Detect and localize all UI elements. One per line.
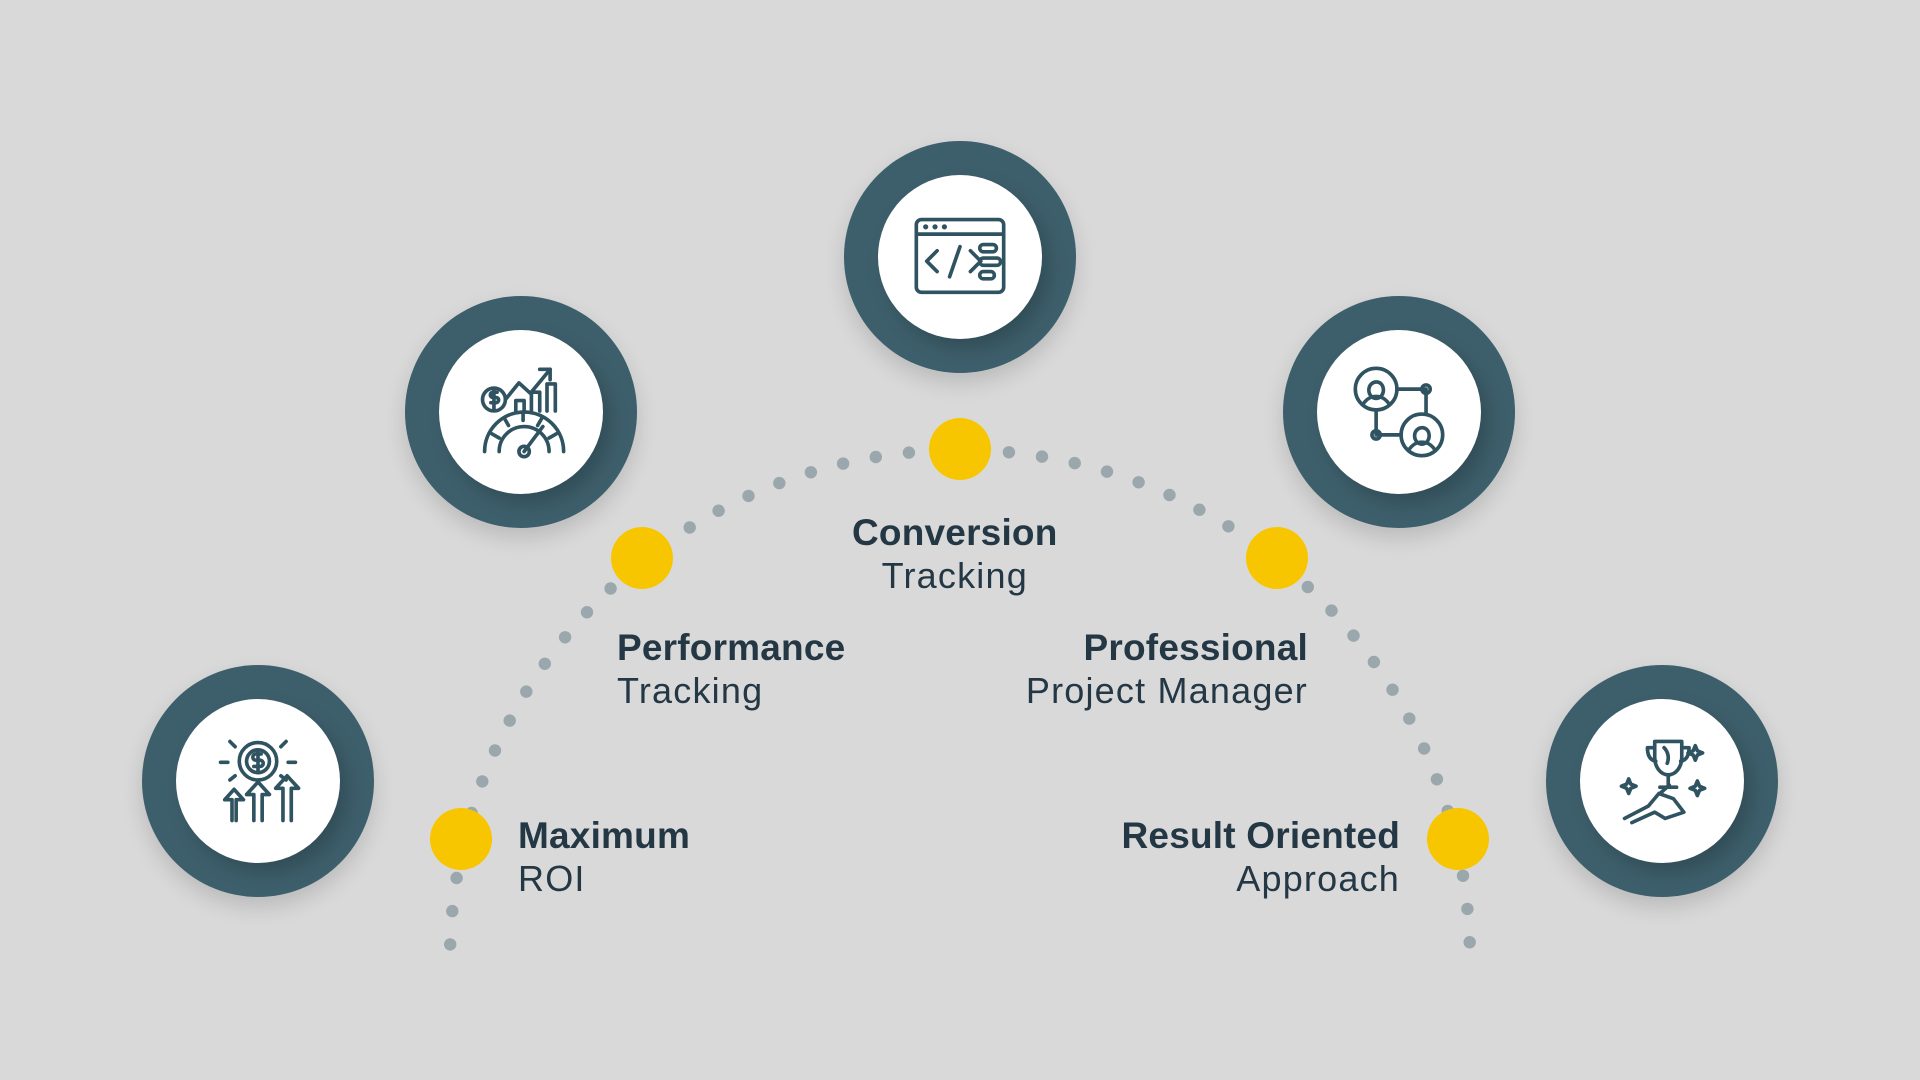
arc-dot [1403, 712, 1416, 725]
arc-dot [836, 457, 850, 470]
marker-performance-tracking [611, 527, 673, 589]
arc-dot [1132, 476, 1145, 489]
item-title: Performance [617, 627, 846, 668]
icon-disc-result-oriented-approach [1546, 665, 1778, 897]
arc-dot [488, 744, 502, 757]
arc-dot [1325, 604, 1338, 617]
arc-dot [742, 489, 755, 503]
arc-dot [476, 775, 489, 788]
label-professional-project-manager: Professional Project Manager [1026, 627, 1308, 711]
label-maximum-roi: Maximum ROI [518, 815, 690, 899]
arc-dot [1430, 773, 1444, 786]
arc-dot [1035, 450, 1049, 463]
arc-dot [450, 871, 463, 885]
arc-dot [604, 582, 617, 595]
label-conversion-tracking: Conversion Tracking [852, 512, 1058, 596]
trophy-award-icon [1619, 739, 1707, 825]
arc-dot [712, 504, 725, 517]
arc-dot [1100, 465, 1114, 478]
item-title: Maximum [518, 815, 691, 856]
item-subtitle: Approach [1236, 857, 1400, 899]
money-growth-icon [218, 739, 301, 823]
icon-disc-inner [176, 699, 340, 863]
item-subtitle: Tracking [617, 669, 764, 711]
arc-dot [1461, 902, 1474, 916]
marker-result-oriented-approach [1427, 808, 1489, 870]
arc-dot [1463, 936, 1476, 949]
arc-dot [444, 938, 457, 951]
arc-dot [1367, 655, 1381, 669]
arc-dot [804, 466, 818, 479]
marker-professional-project-manager [1246, 527, 1308, 589]
icon-disc-inner [439, 330, 603, 494]
arc-dot [538, 657, 551, 670]
arc-dot [773, 476, 786, 490]
icon-disc-performance-tracking [405, 296, 637, 528]
arc-dot [683, 521, 696, 534]
arc-dot [1386, 683, 1399, 696]
item-subtitle: Project Manager [1025, 669, 1308, 711]
arc-dot [1417, 742, 1431, 755]
marker-conversion-tracking [929, 418, 991, 480]
code-window-icon [914, 217, 1006, 295]
arc-dot [1456, 869, 1470, 882]
arc-dot [446, 904, 459, 918]
arc-dot [580, 606, 594, 619]
arc-dot [558, 631, 572, 644]
item-title: Conversion [852, 512, 1058, 553]
label-result-oriented-approach: Result Oriented Approach [1122, 815, 1401, 899]
marker-maximum-roi [430, 808, 492, 870]
arc-dot [869, 450, 882, 464]
arc-dot [1068, 456, 1081, 470]
icon-disc-professional-project-manager [1283, 296, 1515, 528]
arc-dot [1163, 488, 1176, 502]
item-subtitle: ROI [518, 857, 586, 899]
item-title: Professional [1083, 627, 1308, 668]
arc-dot [520, 685, 533, 698]
speedometer-growth-icon [480, 367, 566, 459]
arc-dot [503, 714, 516, 727]
icon-disc-inner [878, 175, 1042, 339]
team-network-icon [1353, 366, 1445, 458]
icon-disc-inner [1317, 330, 1481, 494]
arc-dot [1002, 446, 1016, 459]
arc-dot [1347, 629, 1360, 642]
icon-disc-maximum-roi [142, 665, 374, 897]
arc-dot [1222, 520, 1235, 533]
icon-disc-inner [1580, 699, 1744, 863]
arc-dot [902, 446, 916, 459]
item-title: Result Oriented [1121, 815, 1400, 856]
arc-dot [1193, 503, 1206, 516]
icon-disc-conversion-tracking [844, 141, 1076, 373]
item-subtitle: Tracking [881, 554, 1028, 596]
arc-dot [1301, 580, 1315, 594]
label-performance-tracking: Performance Tracking [617, 627, 845, 711]
